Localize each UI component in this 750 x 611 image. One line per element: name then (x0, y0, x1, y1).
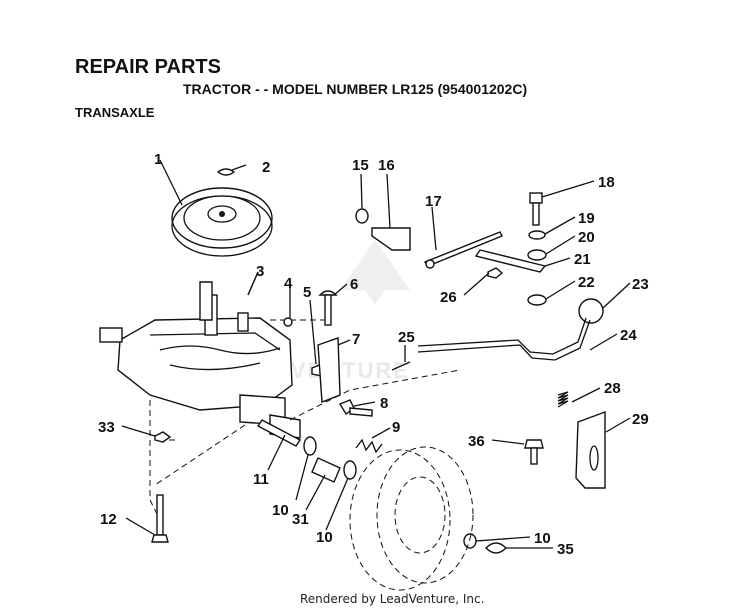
section-label: TRANSAXLE (75, 105, 155, 120)
callout-36: 36 (468, 433, 485, 450)
callout-9: 9 (392, 419, 400, 436)
shoulder-bolt (524, 439, 544, 465)
callout-22: 22 (578, 274, 595, 291)
callout-28: 28 (604, 380, 621, 397)
callout-17: 17 (425, 193, 442, 210)
callout-8: 8 (380, 395, 388, 412)
cap-screw (529, 192, 543, 226)
callout-23: 23 (632, 276, 649, 293)
pulley (171, 187, 273, 257)
callout-26: 26 (440, 289, 457, 306)
tire (349, 446, 474, 591)
callout-11: 11 (253, 471, 269, 488)
callout-33: 33 (98, 419, 115, 436)
callout-25: 25 (398, 329, 415, 346)
hex-bolt (338, 399, 373, 417)
callout-2: 2 (262, 159, 270, 176)
key-part (216, 168, 236, 176)
callout-21: 21 (574, 251, 591, 268)
callout-7: 7 (352, 331, 360, 348)
transaxle-body (99, 281, 301, 439)
page-title: REPAIR PARTS (75, 56, 221, 78)
long-bolt (151, 494, 169, 543)
callout-18: 18 (598, 174, 615, 191)
callout-16: 16 (378, 157, 395, 174)
callout-19: 19 (578, 210, 595, 227)
callout-10-b: 10 (316, 529, 333, 546)
carriage-bolt (318, 290, 338, 326)
callout-20: 20 (578, 229, 595, 246)
callout-1: 1 (154, 151, 162, 168)
callout-4: 4 (284, 275, 293, 292)
footer-credit: Rendered by LeadVenture, Inc. (300, 592, 485, 606)
callout-3: 3 (256, 263, 264, 280)
callout-6: 6 (350, 276, 358, 293)
callout-12: 12 (100, 511, 117, 528)
callout-5: 5 (303, 284, 311, 301)
callout-24: 24 (620, 327, 637, 344)
callout-15: 15 (352, 157, 369, 174)
callout-10-a: 10 (272, 502, 289, 519)
callout-10-c: 10 (534, 530, 551, 547)
callout-35: 35 (557, 541, 574, 558)
callout-29: 29 (632, 411, 649, 428)
callout-31: 31 (292, 511, 309, 528)
model-subtitle: TRACTOR - - MODEL NUMBER LR125 (95400120… (183, 81, 528, 97)
